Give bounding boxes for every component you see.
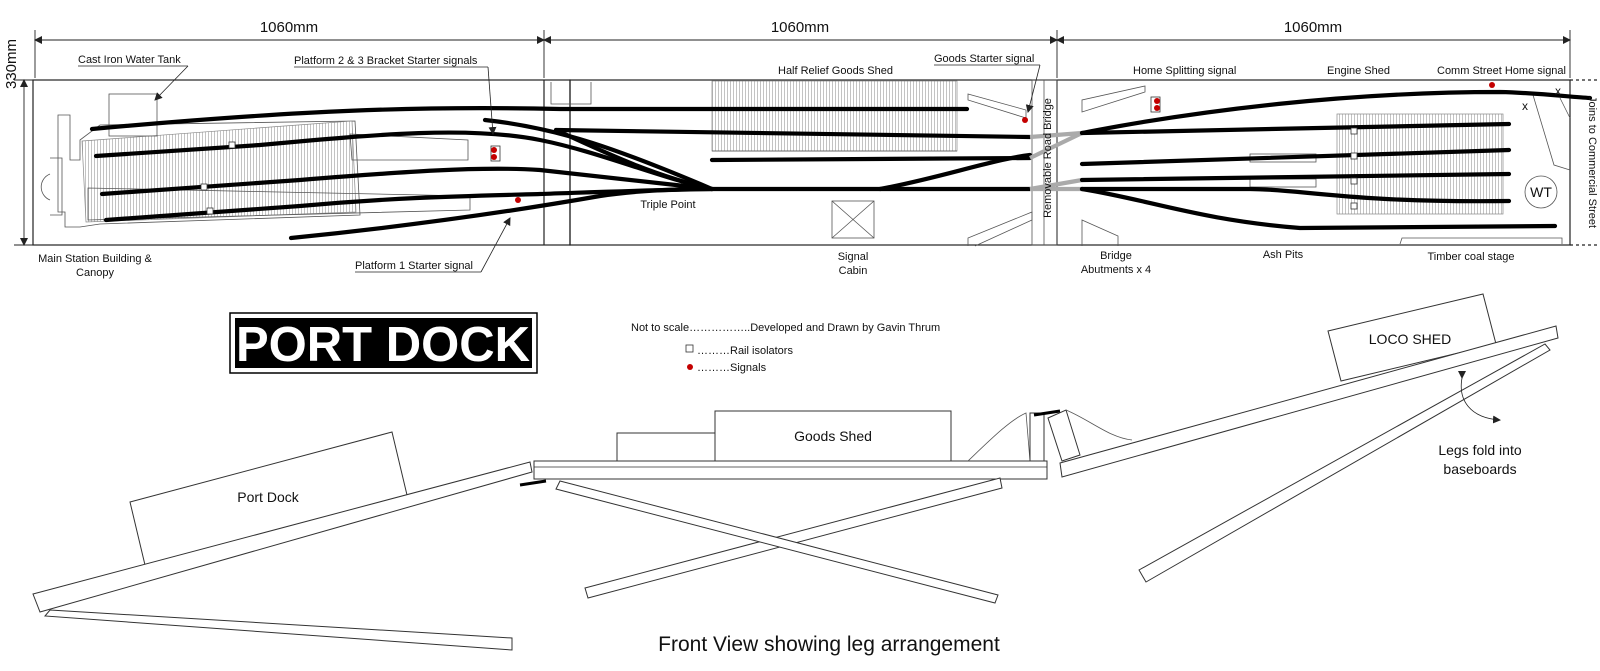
rail-isolator	[1350, 152, 1358, 160]
legend-signal-symbol	[687, 364, 693, 370]
water-tank	[108, 93, 158, 137]
signal-marker	[1154, 98, 1160, 104]
legend-signals: ………Signals	[697, 362, 767, 374]
front-goods-shed	[714, 410, 952, 462]
structures	[550, 79, 1571, 247]
ash-pit-2	[1249, 178, 1317, 188]
front-view-caption: Front View showing leg arrangement	[658, 633, 1000, 656]
signal-cabin	[831, 200, 875, 239]
title-box: PORT DOCK	[229, 312, 538, 374]
label-coal-stage: Timber coal stage	[1427, 251, 1514, 263]
front-label-legs-1: Legs fold into	[1438, 442, 1521, 458]
label-triple-point: Triple Point	[640, 199, 695, 211]
dimension-lines: 1060mm 1060mm 1060mm 330mm	[3, 19, 1571, 246]
station-canopy	[81, 120, 357, 223]
front-right-board	[1059, 325, 1559, 478]
label-signal-cabin-1: Signal	[838, 251, 869, 263]
front-label-goods-shed: Goods Shed	[794, 428, 872, 444]
signal-marker	[1154, 105, 1160, 111]
front-left-board	[32, 461, 533, 613]
front-goods-shed-annex	[616, 432, 716, 462]
rail-isolator	[206, 207, 214, 215]
plan-labels: Cast Iron Water Tank Platform 2 & 3 Brac…	[38, 53, 1598, 279]
label-comm-street-home: Comm Street Home signal	[1437, 65, 1566, 77]
legend-isolators: ………Rail isolators	[697, 345, 793, 357]
water-tower	[1524, 175, 1558, 209]
label-joins-commercial-street: Joins to Commercial Street	[1586, 96, 1598, 228]
signal-marker	[1489, 82, 1495, 88]
bridge-abutment	[967, 211, 1033, 247]
depth-label: 330mm	[3, 39, 20, 89]
label-abutments-1: Bridge	[1100, 250, 1132, 262]
rail-isolator	[200, 183, 208, 191]
signal-marker	[491, 154, 497, 160]
station-forecourt	[40, 173, 51, 201]
credits-line: Not to scale……………..Developed and Drawn b…	[631, 322, 940, 334]
goods-shed-plan	[711, 80, 958, 152]
label-signal-cabin-2: Cabin	[839, 265, 868, 277]
x-mark-1: x	[1522, 99, 1528, 113]
label-station-building-1: Main Station Building &	[38, 253, 152, 265]
signal-marker	[1022, 117, 1028, 123]
label-station-building-2: Canopy	[76, 267, 114, 279]
label-goods-starter: Goods Starter signal	[934, 53, 1034, 65]
front-middle-board	[533, 460, 1048, 480]
label-platform1-starter: Platform 1 Starter signal	[355, 260, 473, 272]
label-water-tower: WT	[1530, 184, 1552, 200]
credits-legend: Not to scale……………..Developed and Drawn b…	[631, 322, 940, 374]
signal-marker	[491, 147, 497, 153]
road-bridge	[1031, 79, 1058, 246]
rail-isolator	[1350, 202, 1358, 210]
rail-isolator	[228, 141, 236, 149]
label-bracket-signals: Platform 2 & 3 Bracket Starter signals	[294, 55, 478, 67]
label-abutments-2: Abutments x 4	[1081, 264, 1151, 276]
dimension-label-3: 1060mm	[1284, 19, 1342, 36]
signal-marker	[515, 197, 521, 203]
signals	[491, 82, 1495, 203]
coal-stage	[1399, 237, 1563, 245]
label-goods-shed: Half Relief Goods Shed	[778, 65, 893, 77]
dimension-label-1: 1060mm	[260, 19, 318, 36]
track-layout	[89, 89, 1593, 241]
baseboard-2-3	[569, 79, 1571, 246]
label-engine-shed: Engine Shed	[1327, 65, 1390, 77]
legend-isolator-symbol	[685, 344, 694, 353]
x-mark-2: x	[1555, 84, 1561, 98]
station-building	[57, 114, 361, 228]
front-label-loco-shed: LOCO SHED	[1369, 331, 1451, 347]
front-view: Port Dock Goods Shed LOCO SHED Legs fold…	[32, 293, 1559, 656]
rail-isolator	[1350, 177, 1358, 185]
label-home-splitting: Home Splitting signal	[1133, 65, 1236, 77]
front-label-port-dock: Port Dock	[237, 489, 299, 505]
label-water-tank: Cast Iron Water Tank	[78, 54, 181, 66]
label-ash-pits: Ash Pits	[1263, 249, 1304, 261]
isolators	[200, 96, 1358, 215]
front-label-legs-2: baseboards	[1443, 461, 1516, 477]
dimension-label-2: 1060mm	[771, 19, 829, 36]
label-road-bridge: Removable Road Bridge	[1042, 98, 1054, 218]
title-port-dock: PORT DOCK	[236, 318, 530, 372]
station-area	[40, 93, 471, 228]
rail-isolator	[1350, 127, 1358, 135]
